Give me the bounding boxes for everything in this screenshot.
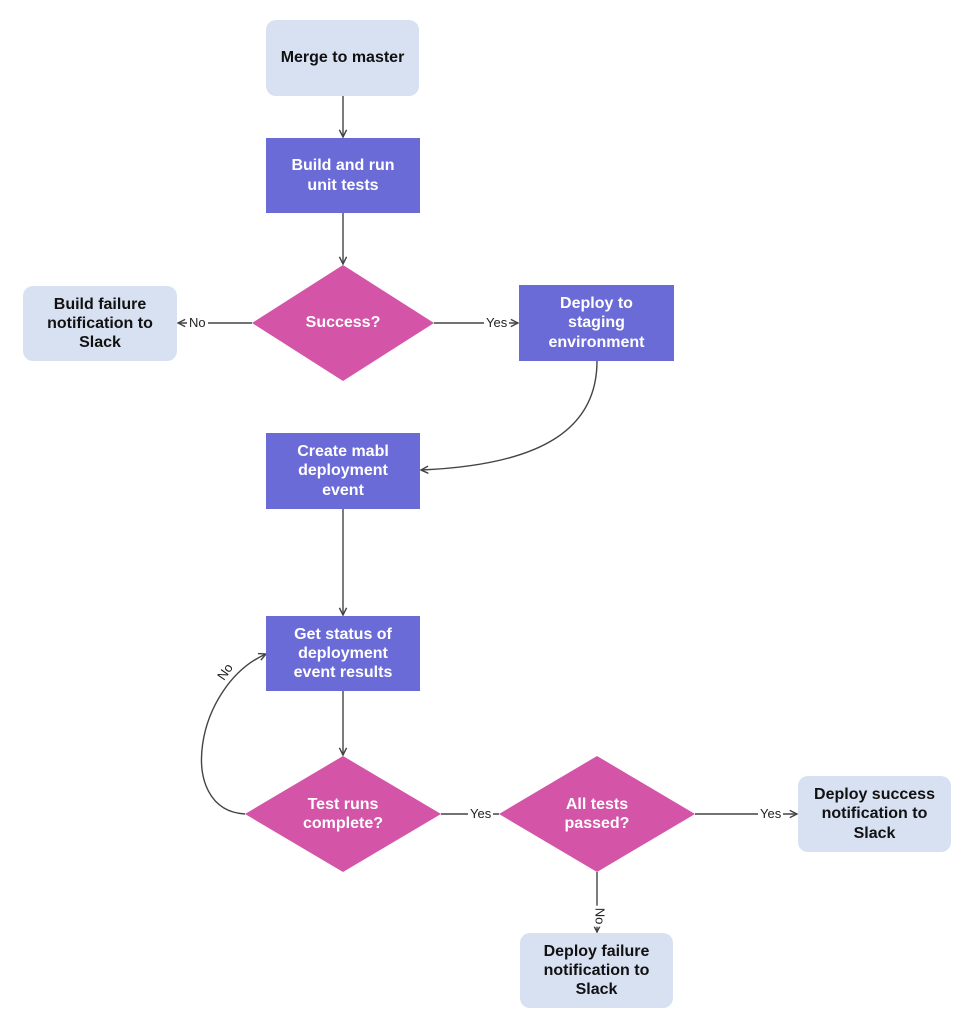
label-success-no: No xyxy=(187,315,208,330)
edge-staging-to-event xyxy=(421,360,598,470)
label-complete-yes: Yes xyxy=(468,806,494,821)
node-deploy-success-notification: Deploy success notification to Slack xyxy=(798,776,951,852)
node-build-and-test: Build and run unit tests xyxy=(266,138,420,213)
node-runs-complete-decision: Test runs complete? xyxy=(302,795,383,832)
node-get-status: Get status of deployment event results xyxy=(266,616,420,691)
node-create-mabl-event: Create mabl deployment event xyxy=(266,433,420,509)
label-passed-no: No xyxy=(592,905,608,927)
decision-success-shape xyxy=(252,265,434,381)
node-success-decision: Success? xyxy=(305,314,381,332)
node-deploy-failure-notification: Deploy failure notification to Slack xyxy=(520,933,673,1008)
label-passed-yes: Yes xyxy=(758,806,784,821)
decision-all-passed-shape xyxy=(499,756,695,872)
label-success-yes: Yes xyxy=(484,315,510,330)
decision-runs-complete-shape xyxy=(245,756,441,872)
node-all-passed-decision: All tests passed? xyxy=(564,795,630,832)
node-deploy-to-staging: Deploy to staging environment xyxy=(519,285,674,361)
node-merge-to-master: Merge to master xyxy=(266,20,419,96)
node-build-failure-notification: Build failure notification to Slack xyxy=(23,286,177,361)
edge-loop-no xyxy=(200,654,266,815)
